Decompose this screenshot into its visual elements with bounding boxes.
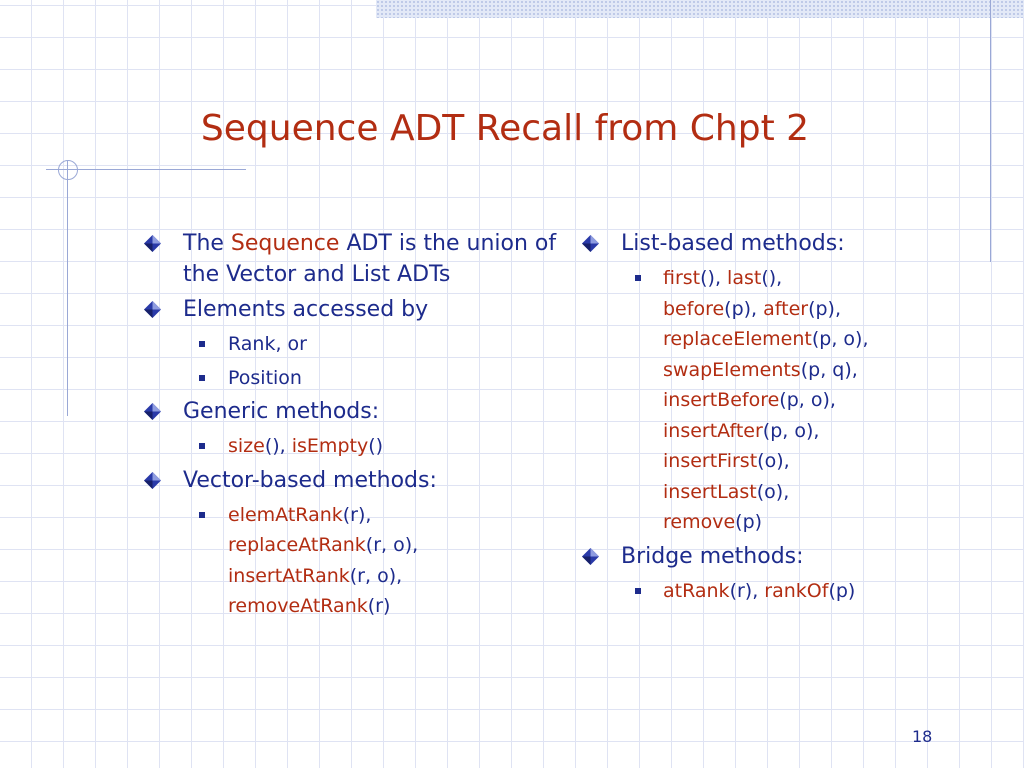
bullet-bridge-methods: Bridge methods:	[580, 541, 1000, 572]
page-number: 18	[912, 727, 933, 746]
method-args: (p)	[735, 511, 763, 533]
method-name: isEmpty	[291, 435, 369, 457]
bullet-text: List-based methods:	[621, 231, 845, 256]
diamond-bullet-icon	[144, 471, 161, 489]
sequence-term: Sequence	[230, 231, 340, 256]
bullet-list-methods: List-based methods:	[580, 228, 1000, 259]
method-args: (r, o),	[349, 564, 403, 587]
bullet-text: Elements accessed by	[183, 297, 429, 322]
method-args: (p, o),	[762, 419, 820, 442]
diamond-bullet-icon	[144, 301, 161, 318]
decorative-top-band	[376, 0, 1024, 18]
sub-bullet-position: Position	[142, 363, 562, 394]
method-line: removeAtRank(r)	[228, 591, 562, 622]
decorative-vertical-line-right	[990, 0, 991, 262]
method-name: insertLast	[663, 480, 757, 503]
method-name: removeAtRank	[228, 595, 368, 617]
method-name: first	[663, 267, 701, 289]
method-name: swapElements	[663, 358, 801, 381]
method-name: replaceElement	[663, 328, 812, 350]
bullet-text: Vector-based methods:	[183, 467, 437, 493]
diamond-bullet-icon	[144, 403, 161, 420]
method-name: insertAtRank	[228, 564, 350, 587]
square-bullet-icon	[199, 374, 205, 381]
method-name: remove	[663, 511, 736, 533]
square-bullet-icon	[199, 443, 205, 449]
decorative-horizontal-line	[46, 169, 246, 170]
method-name: insertFirst	[663, 450, 758, 472]
method-line: elemAtRank(r),	[228, 500, 562, 531]
decorative-vertical-line-left	[67, 160, 68, 416]
diamond-bullet-icon	[582, 547, 599, 565]
method-name: elemAtRank	[228, 503, 343, 526]
method-args: (),	[700, 267, 728, 289]
left-column: The Sequence ADT is the union of the Vec…	[142, 228, 562, 625]
bullet-vector-methods: Vector-based methods:	[142, 465, 562, 496]
bullet-text: Generic methods:	[183, 399, 380, 424]
method-args: (p, o),	[779, 389, 836, 411]
method-line: insertAfter(p, o),	[663, 416, 1000, 447]
method-args: (r, o),	[365, 534, 419, 556]
method-line: insertBefore(p, o),	[663, 385, 1000, 416]
method-args: (o),	[757, 450, 790, 472]
sub-bullet-text: Rank, or	[228, 333, 307, 355]
square-bullet-icon	[199, 511, 205, 518]
method-args: (p, o),	[811, 328, 869, 350]
method-line: replaceElement(p, o),	[663, 324, 1000, 355]
method-name: size	[228, 435, 265, 457]
method-line: swapElements(p, q),	[663, 355, 1000, 386]
method-args: (p),	[724, 297, 764, 320]
method-args: (p)	[828, 579, 856, 602]
method-name: replaceAtRank	[228, 534, 366, 556]
sub-bullet-list: first(), last(), before(p), after(p), re…	[580, 263, 1000, 538]
sub-bullet-generic: size(), isEmpty()	[142, 431, 562, 462]
diamond-bullet-icon	[144, 235, 161, 252]
right-column: List-based methods: first(), last(), bef…	[580, 228, 1000, 609]
sub-bullet-bridge: atRank(r), rankOf(p)	[580, 576, 1000, 607]
method-args: (),	[264, 435, 292, 457]
method-line: replaceAtRank(r, o),	[228, 530, 562, 561]
method-args: (r)	[367, 595, 391, 617]
diamond-bullet-icon	[582, 235, 599, 252]
method-args: (p),	[808, 297, 842, 320]
sub-bullet-text: Position	[228, 366, 302, 389]
bullet-sequence-definition: The Sequence ADT is the union of the Vec…	[142, 228, 562, 290]
method-line: insertLast(o),	[663, 477, 1000, 508]
sub-bullet-vector: elemAtRank(r), replaceAtRank(r, o), inse…	[142, 500, 562, 622]
method-args: (o),	[756, 480, 790, 503]
method-line: insertAtRank(r, o),	[228, 561, 562, 592]
decorative-circle	[58, 160, 78, 180]
method-args: (p, q),	[800, 358, 858, 381]
method-name: atRank	[663, 579, 730, 602]
bullet-generic-methods: Generic methods:	[142, 396, 562, 427]
method-line: insertFirst(o),	[663, 446, 1000, 477]
method-args: (),	[761, 267, 783, 289]
method-line: first(), last(),	[663, 263, 1000, 294]
method-name: insertAfter	[663, 419, 763, 442]
method-name: last	[727, 267, 762, 289]
square-bullet-icon	[635, 275, 641, 281]
slide-title: Sequence ADT Recall from Chpt 2	[200, 108, 810, 149]
square-bullet-icon	[635, 587, 641, 594]
bullet-elements-accessed: Elements accessed by	[142, 294, 562, 325]
method-args: ()	[368, 435, 384, 457]
method-line: before(p), after(p),	[663, 294, 1000, 325]
method-name: insertBefore	[663, 389, 780, 411]
method-name: after	[763, 297, 809, 320]
method-name: rankOf	[764, 579, 829, 602]
method-name: before	[663, 297, 725, 320]
sub-bullet-rank: Rank, or	[142, 329, 562, 360]
square-bullet-icon	[199, 341, 205, 347]
bullet-text: ADT is the union of the Vector and List …	[183, 231, 557, 287]
bullet-text: Bridge methods:	[621, 543, 804, 569]
method-args: (r),	[342, 503, 372, 526]
method-line: remove(p)	[663, 507, 1000, 538]
method-args: (r),	[729, 579, 765, 602]
bullet-text: The	[183, 231, 231, 256]
